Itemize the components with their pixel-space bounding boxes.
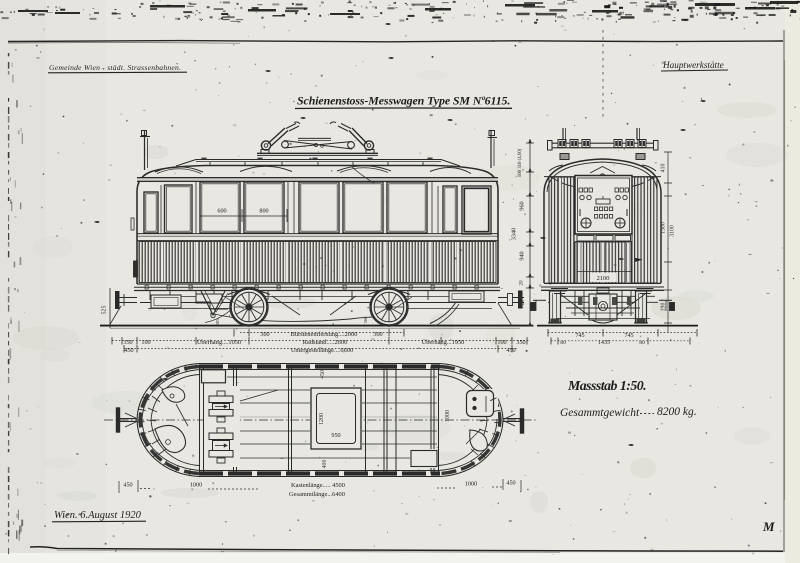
- svg-text:940: 940: [519, 251, 526, 260]
- svg-text:8200 kg.: 8200 kg.: [657, 406, 697, 418]
- svg-text:80: 80: [639, 340, 645, 346]
- svg-text:Schienenstoss-Messwagen Type S: Schienenstoss-Messwagen Type SM Nº6115.: [297, 94, 510, 108]
- svg-text:745: 745: [575, 332, 584, 339]
- svg-text:450: 450: [506, 480, 515, 487]
- svg-text:M: M: [762, 519, 775, 534]
- svg-text:1000: 1000: [465, 481, 477, 488]
- svg-text:950: 950: [331, 432, 340, 439]
- svg-text:20: 20: [519, 280, 525, 286]
- svg-text:Gesammtlänge...6400: Gesammtlänge...6400: [289, 491, 345, 498]
- svg-text:1000: 1000: [190, 482, 202, 489]
- svg-text:300: 300: [260, 331, 269, 338]
- svg-text:1200: 1200: [319, 413, 325, 425]
- svg-text:3340: 3340: [511, 228, 518, 240]
- svg-text:350: 350: [123, 339, 132, 346]
- svg-text:450: 450: [124, 347, 133, 354]
- svg-text:Überhang....1050: Überhang....1050: [197, 339, 241, 346]
- svg-text:Untergestellänge....6600: Untergestellänge....6600: [291, 347, 353, 354]
- svg-text:100 310 (4,60): 100 310 (4,60): [518, 148, 523, 177]
- svg-text:305: 305: [215, 318, 220, 326]
- svg-text:100: 100: [497, 339, 506, 346]
- svg-text:350: 350: [516, 339, 525, 346]
- svg-text:745: 745: [624, 332, 633, 339]
- svg-text:1500: 1500: [661, 222, 667, 234]
- svg-text:Gesammtgewicht: Gesammtgewicht: [560, 407, 640, 419]
- svg-text:1435: 1435: [598, 340, 610, 346]
- svg-text:Überhang...1950: Überhang...1950: [422, 339, 465, 346]
- svg-text:80: 80: [560, 340, 566, 346]
- svg-text:190: 190: [661, 303, 667, 312]
- svg-text:Gemeinde Wien - städt. Strasse: Gemeinde Wien - städt. Strassenbahnen.: [49, 63, 181, 72]
- svg-text:960: 960: [519, 201, 526, 210]
- svg-text:3100: 3100: [670, 225, 676, 237]
- svg-text:450: 450: [123, 482, 132, 489]
- svg-text:450: 450: [506, 347, 515, 354]
- svg-text:300: 300: [363, 316, 368, 324]
- svg-text:450: 450: [320, 370, 326, 379]
- svg-text:410: 410: [661, 164, 667, 173]
- svg-text:525: 525: [102, 306, 108, 315]
- svg-text:Radstand.....2600: Radstand.....2600: [303, 339, 348, 346]
- svg-text:Massstab 1:50.: Massstab 1:50.: [567, 378, 646, 393]
- svg-text:Hauptwerkstätte: Hauptwerkstätte: [662, 60, 724, 70]
- svg-text:Kastenlänge..... 4500: Kastenlänge..... 4500: [291, 482, 345, 489]
- svg-text:720: 720: [519, 299, 526, 308]
- svg-text:1000: 1000: [445, 410, 451, 422]
- svg-text:300: 300: [373, 331, 382, 338]
- svg-text:400: 400: [322, 460, 328, 469]
- svg-text:100: 100: [141, 339, 150, 346]
- svg-text:2100: 2100: [597, 275, 610, 282]
- svg-text:Bürstenentfernung....2000: Bürstenentfernung....2000: [291, 331, 358, 338]
- svg-text:800: 800: [259, 208, 268, 215]
- svg-text:Wien. 6.August 1920: Wien. 6.August 1920: [54, 510, 142, 521]
- svg-text:600: 600: [217, 208, 226, 215]
